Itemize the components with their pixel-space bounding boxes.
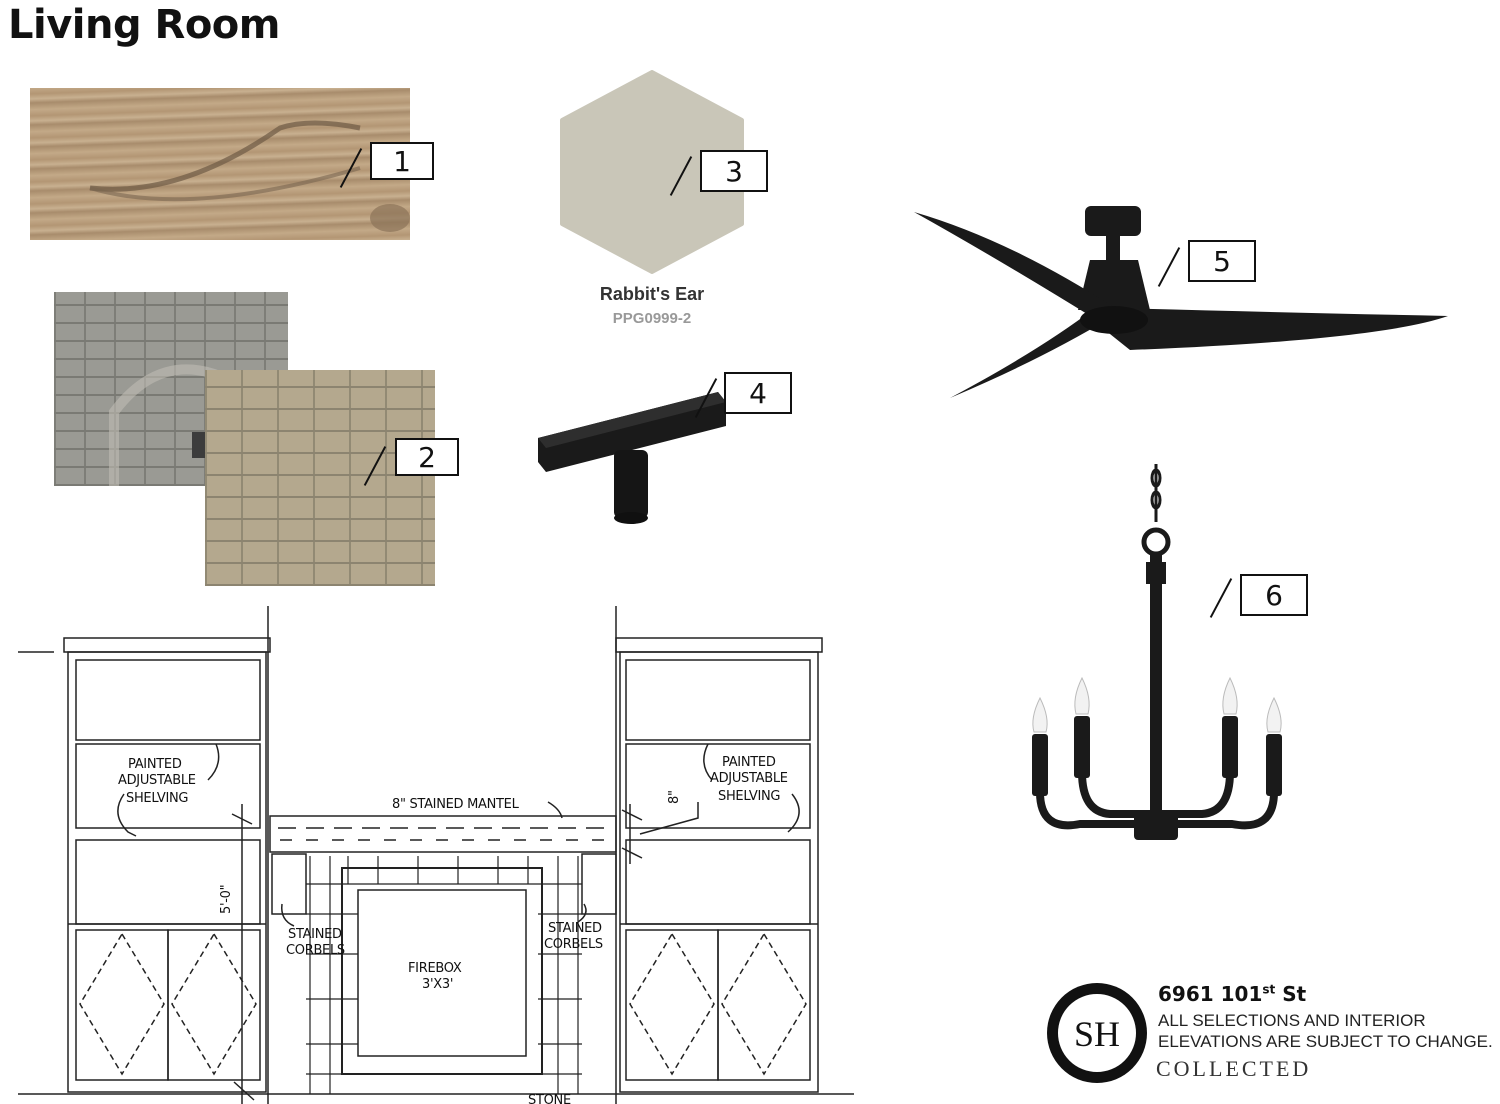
label-corbels-right-2: CORBELS bbox=[544, 937, 603, 952]
label-shelving-right-1: PAINTED bbox=[722, 755, 776, 770]
label-dim-mantel: 8" bbox=[667, 790, 682, 804]
label-corbels-left-1: STAINED bbox=[288, 927, 342, 942]
brand-wordmark: COLLECTED bbox=[1156, 1056, 1312, 1081]
paint-swatch bbox=[560, 70, 744, 274]
label-firebox-size: 3'X3' bbox=[422, 977, 453, 992]
callout-3: 3 bbox=[700, 150, 768, 192]
wood-sample-image bbox=[30, 88, 410, 240]
fireplace-elevation-drawing: PAINTED ADJUSTABLE SHELVING PAINTED ADJU… bbox=[18, 606, 854, 1104]
paint-name: Rabbit's Ear bbox=[599, 284, 705, 304]
callout-2: 2 bbox=[395, 438, 459, 476]
svg-text:SH: SH bbox=[1074, 1014, 1120, 1054]
company-logo: SH bbox=[1047, 983, 1147, 1083]
label-shelving-left-2: ADJUSTABLE bbox=[118, 773, 196, 788]
label-corbels-right-1: STAINED bbox=[548, 921, 602, 936]
label-shelving-right-3: SHELVING bbox=[718, 789, 780, 804]
callout-4: 4 bbox=[724, 372, 792, 414]
label-mantel: 8" STAINED MANTEL bbox=[392, 797, 520, 812]
callout-1: 1 bbox=[370, 142, 434, 180]
paint-code: PPG0999-2 bbox=[612, 310, 692, 327]
cabinet-pull-image bbox=[538, 392, 726, 524]
callout-6: 6 bbox=[1240, 574, 1308, 616]
property-address: 6961 101st St bbox=[1158, 982, 1307, 1006]
chandelier-image bbox=[1032, 464, 1282, 840]
label-shelving-right-2: ADJUSTABLE bbox=[710, 771, 788, 786]
disclaimer-text: ALL SELECTIONS AND INTERIOR ELEVATIONS A… bbox=[1158, 1011, 1493, 1051]
label-corbels-left-2: CORBELS bbox=[286, 943, 345, 958]
callout-5: 5 bbox=[1188, 240, 1256, 282]
ceiling-fan-image bbox=[914, 206, 1448, 398]
label-shelving-left-1: PAINTED bbox=[128, 757, 182, 772]
page-title: Living Room bbox=[8, 2, 280, 48]
label-shelving-left-3: SHELVING bbox=[126, 791, 188, 806]
label-firebox: FIREBOX bbox=[408, 961, 462, 976]
label-stone: STONE bbox=[528, 1093, 571, 1104]
stone-sample-image-warm bbox=[205, 370, 435, 586]
label-dim-height: 5'-0" bbox=[219, 885, 234, 914]
